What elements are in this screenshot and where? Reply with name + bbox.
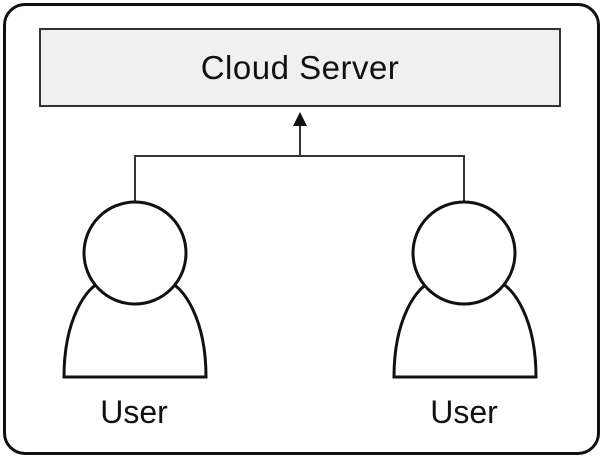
user-left-label: User xyxy=(100,394,168,430)
cloud-server-box: Cloud Server xyxy=(39,28,561,107)
user-icon xyxy=(392,200,538,379)
user-right-label: User xyxy=(430,394,498,430)
arrow-up-icon xyxy=(293,112,307,156)
cloud-server-label: Cloud Server xyxy=(200,48,400,86)
connector-lines xyxy=(134,155,465,206)
user-icon xyxy=(62,200,208,379)
